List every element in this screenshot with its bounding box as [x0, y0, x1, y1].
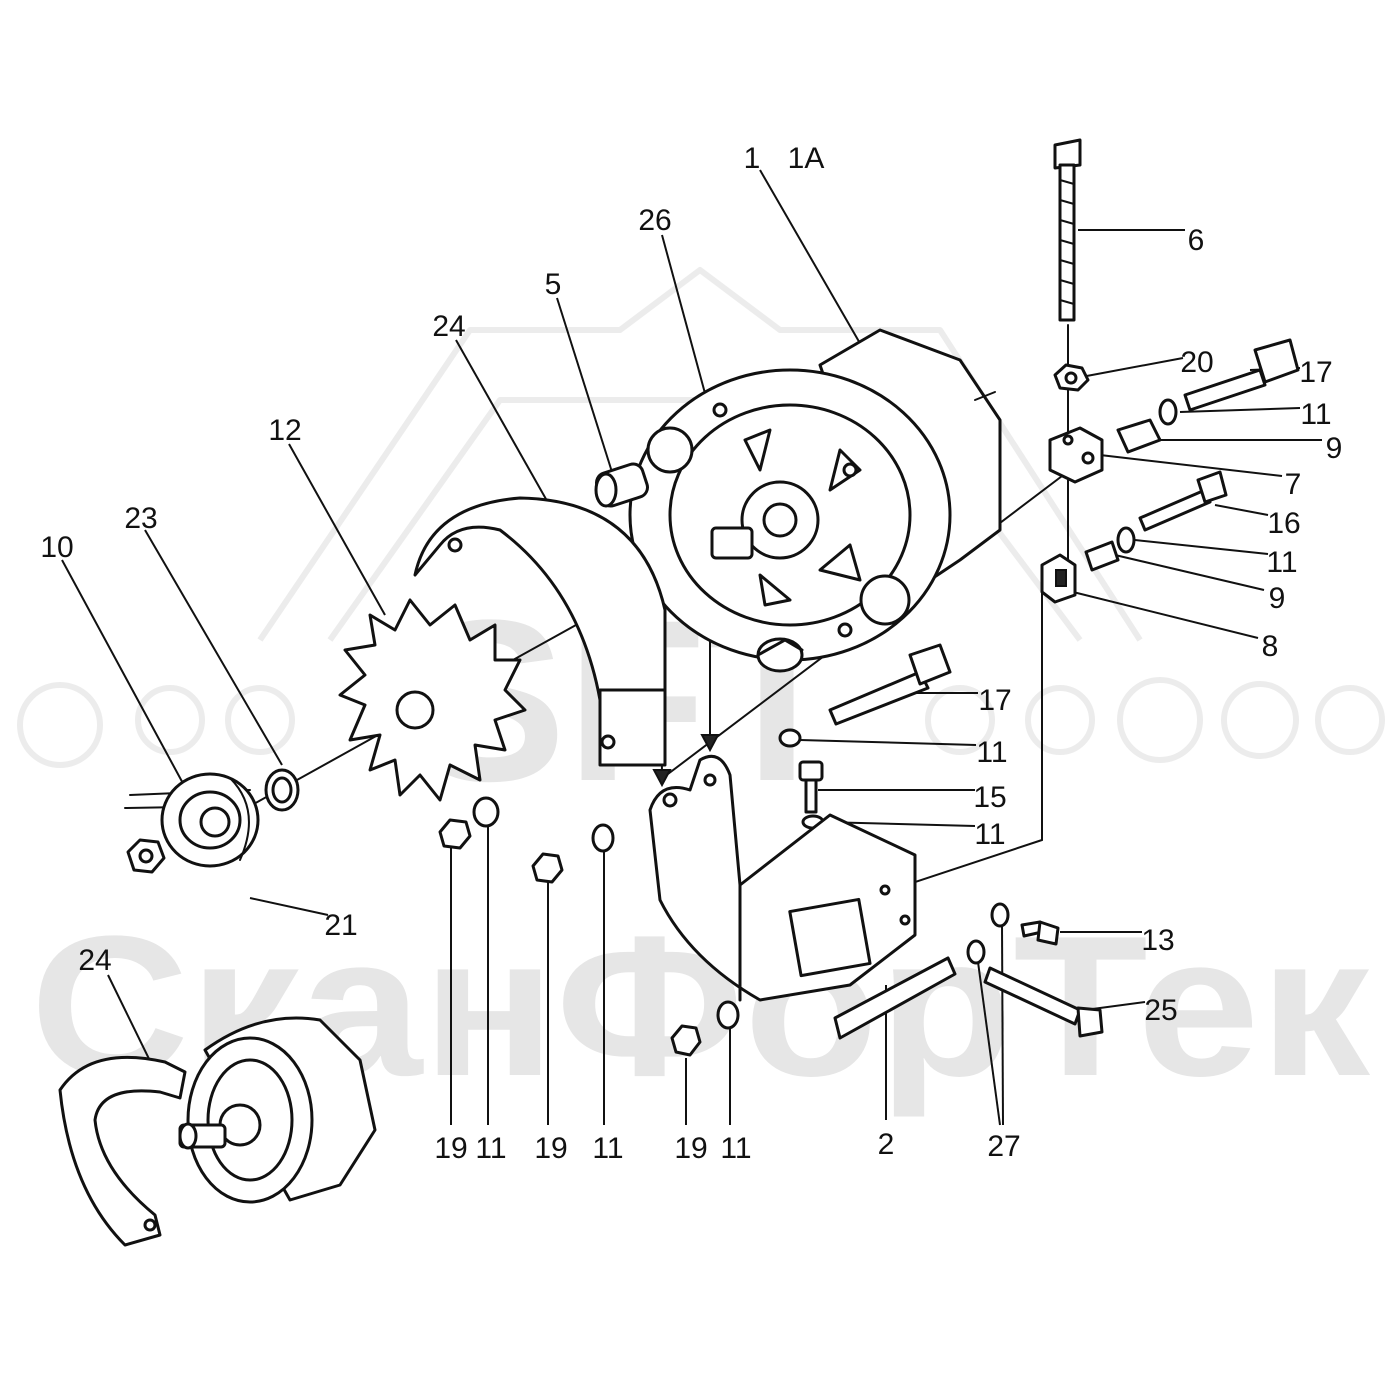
callout-c-27: 27 — [987, 1130, 1020, 1163]
bolt-25 — [983, 966, 1104, 1038]
nut-pulley — [126, 838, 166, 874]
callout-c-9a: 9 — [1326, 432, 1343, 465]
callout-c-17b: 17 — [978, 684, 1011, 717]
watermark-roof-outline — [257, 267, 1143, 642]
watermark-wheels — [17, 677, 1385, 768]
callout-c-26: 26 — [638, 204, 671, 237]
callout-c-11f: 11 — [592, 1132, 623, 1165]
bolt-16 — [1138, 470, 1228, 532]
callout-c-20: 20 — [1180, 346, 1213, 379]
callout-c-5: 5 — [545, 268, 562, 301]
leader-lines — [61, 169, 1322, 1126]
callout-c-15: 15 — [973, 781, 1006, 814]
callout-c-17a: 17 — [1299, 356, 1332, 389]
pulley-10 — [160, 772, 260, 868]
block-8 — [1040, 553, 1077, 604]
inset-alternator — [178, 1016, 377, 1204]
callout-c-19c: 19 — [674, 1132, 707, 1165]
spacer-9-upper — [1116, 418, 1162, 454]
alternator-body — [628, 328, 1002, 662]
long-bolt-6 — [1053, 138, 1082, 322]
callout-c-19b: 19 — [534, 1132, 567, 1165]
washer-11-upper — [1158, 398, 1178, 426]
callout-c-19a: 19 — [434, 1132, 467, 1165]
callout-c-10: 10 — [40, 531, 73, 564]
callout-c-11a: 11 — [1300, 398, 1331, 431]
spacer-26 — [756, 637, 804, 673]
fan-12 — [338, 598, 527, 802]
nut-20 — [1053, 363, 1090, 392]
spacer-9-lower — [1084, 540, 1120, 572]
callout-c-2: 2 — [878, 1128, 895, 1161]
callout-c-23: 23 — [124, 502, 157, 535]
callout-c-8: 8 — [1262, 630, 1279, 663]
callout-c-16: 16 — [1267, 507, 1300, 540]
mounting-bracket-2 — [648, 754, 957, 1040]
inset-shield-24 — [58, 1055, 187, 1247]
bolt-15 — [798, 760, 824, 814]
callout-c-6: 6 — [1188, 224, 1205, 257]
callout-c-25: 25 — [1144, 994, 1177, 1027]
bolt-17-lower — [828, 643, 952, 726]
callout-c-11c: 11 — [976, 736, 1007, 769]
callout-c-1: 1 — [744, 142, 761, 175]
washer-23 — [264, 768, 300, 812]
callout-c-9b: 9 — [1269, 582, 1286, 615]
block-7 — [1048, 426, 1104, 484]
callout-c-7: 7 — [1285, 468, 1302, 501]
washer-11-mid — [1116, 526, 1136, 554]
callout-c-12: 12 — [268, 414, 301, 447]
heat-shield-24 — [413, 496, 667, 767]
arrow-head-icon — [652, 769, 672, 788]
callout-c-24b: 24 — [78, 944, 111, 977]
callout-c-1a: 1A — [788, 142, 825, 175]
callout-c-11e: 11 — [475, 1132, 506, 1165]
nuts-19 — [438, 818, 702, 1057]
bolt-17-upper — [1183, 338, 1300, 412]
arrow-head-icon — [700, 734, 720, 753]
callout-c-21: 21 — [324, 909, 357, 942]
callout-c-24a: 24 — [432, 310, 465, 343]
callout-c-13: 13 — [1141, 924, 1174, 957]
callout-c-11d: 11 — [974, 818, 1005, 851]
washers-11-lower — [472, 728, 1010, 1030]
bolt-13 — [1020, 920, 1060, 946]
bushing-5 — [594, 462, 649, 508]
callout-c-11g: 11 — [720, 1132, 751, 1165]
callout-c-11b: 11 — [1266, 546, 1297, 579]
